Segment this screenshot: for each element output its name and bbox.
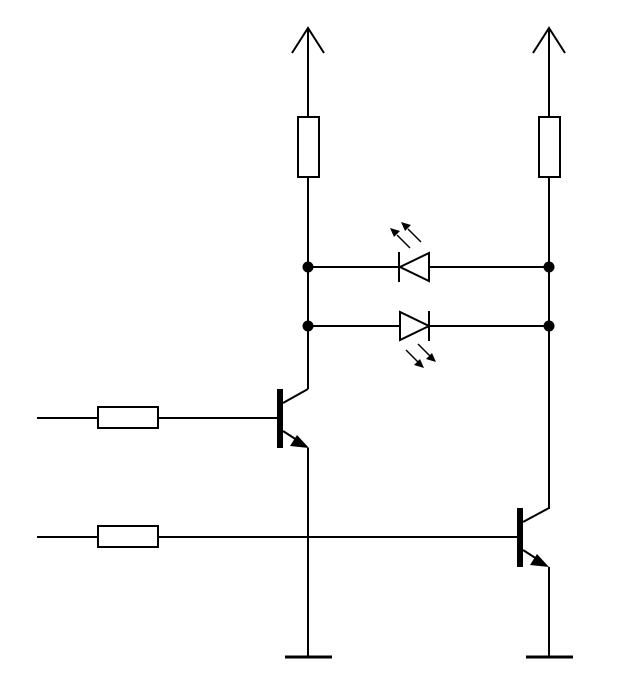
transistor-base-bar <box>517 508 523 567</box>
light-incoming-arrows-icon <box>405 343 436 368</box>
junction-dot <box>543 261 555 273</box>
supply-arrow-right <box>532 26 566 117</box>
resistor-collector-left <box>297 116 320 178</box>
npn-transistor-right <box>517 507 550 567</box>
input-line-top <box>37 406 277 429</box>
emitter-arrow-icon <box>290 435 309 448</box>
junction-dot <box>302 261 314 273</box>
resistor-base-bottom <box>97 525 159 548</box>
transistor-base-bar <box>277 389 283 448</box>
photodiode <box>399 310 436 368</box>
led-diode <box>390 222 430 283</box>
resistor-collector-right <box>538 116 561 178</box>
supply-arrow-left <box>291 26 325 117</box>
emitter-arrow-icon <box>530 554 549 567</box>
resistor-base-top <box>97 406 159 429</box>
junction-dot <box>543 320 555 332</box>
npn-transistor-left <box>277 388 309 448</box>
junction-dot <box>302 320 314 332</box>
light-emission-arrows-icon <box>390 222 422 249</box>
input-line-bottom <box>37 525 517 548</box>
